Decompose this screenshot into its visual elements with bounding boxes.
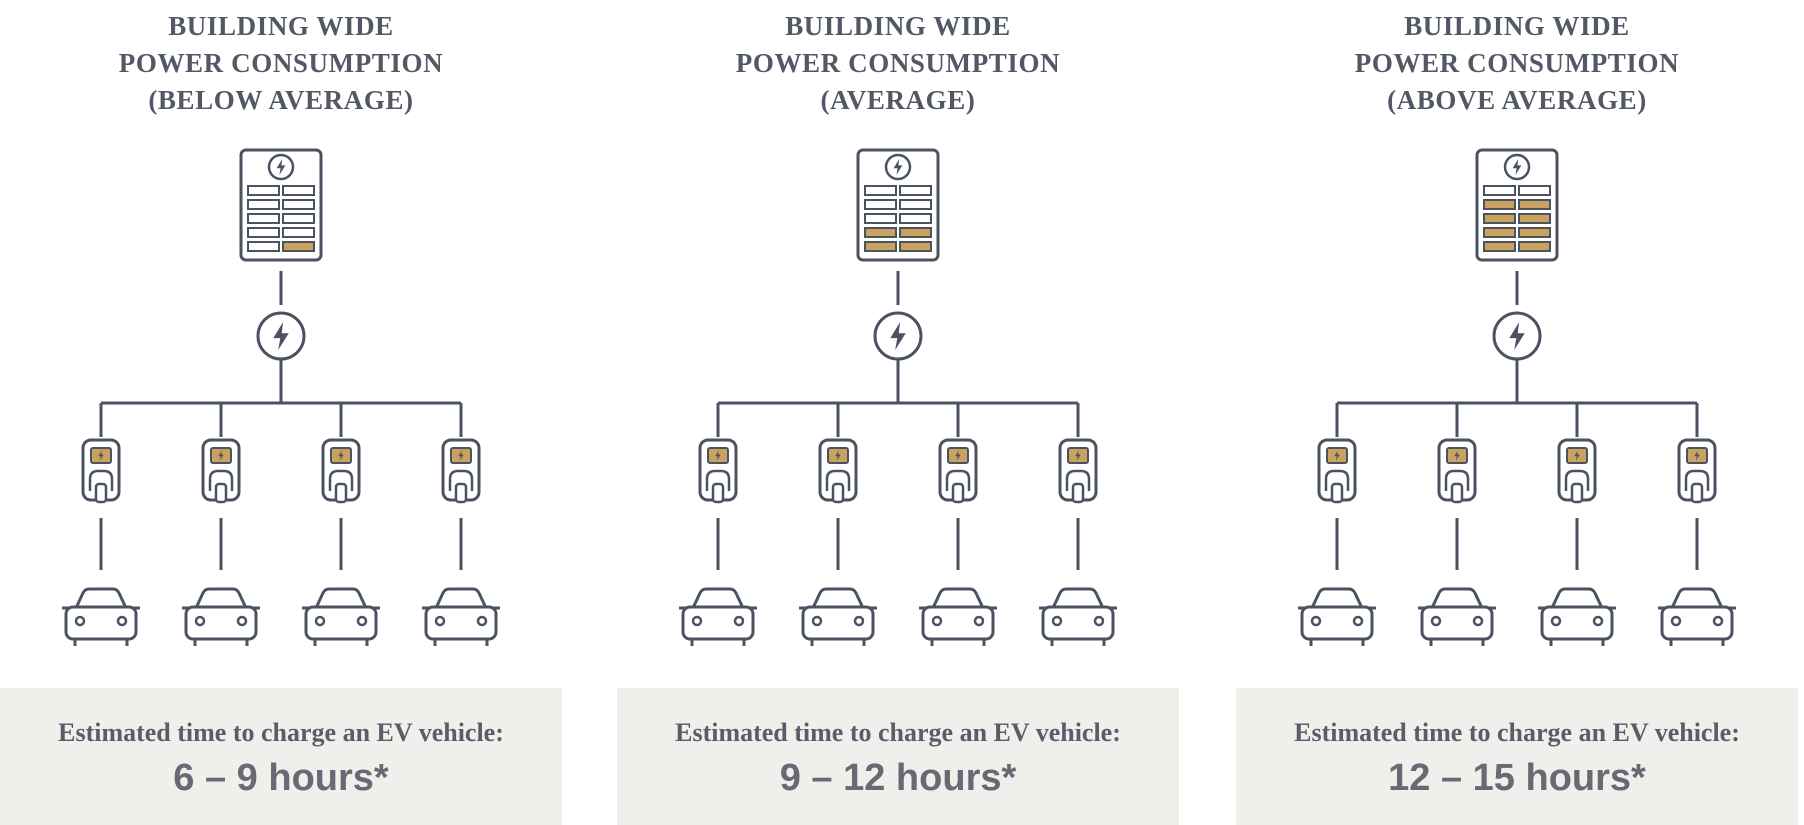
lightning-hub-icon: [873, 311, 923, 361]
car-icon: [1418, 587, 1496, 646]
title-line-3: (AVERAGE): [820, 85, 976, 115]
title-line-2: POWER CONSUMPTION: [735, 48, 1061, 78]
car-icon: [422, 587, 500, 646]
car-icon: [302, 587, 380, 646]
ev-charger-icon: [441, 438, 481, 504]
power-distribution-diagram: [62, 148, 500, 646]
ev-charger-icon: [201, 438, 241, 504]
ev-charger-icon: [1317, 438, 1357, 504]
panel-average: BUILDING WIDE POWER CONSUMPTION (AVERAGE…: [617, 0, 1179, 825]
lightning-hub-icon: [1492, 311, 1542, 361]
lightning-hub-icon: [256, 311, 306, 361]
panel-above-average: BUILDING WIDE POWER CONSUMPTION (ABOVE A…: [1236, 0, 1798, 825]
car-icon: [1298, 587, 1376, 646]
electrical-panel-icon: [239, 148, 323, 262]
charge-estimate-label: Estimated time to charge an EV vehicle:: [58, 718, 504, 747]
ev-charger-icon: [698, 438, 738, 504]
ev-charger-icon: [1557, 438, 1597, 504]
ev-charger-icon: [321, 438, 361, 504]
charge-estimate-label: Estimated time to charge an EV vehicle:: [675, 718, 1121, 747]
ev-charger-icon: [1058, 438, 1098, 504]
car-icon: [679, 587, 757, 646]
car-icon: [1039, 587, 1117, 646]
electrical-panel-icon: [1475, 148, 1559, 262]
ev-charger-icon: [938, 438, 978, 504]
charge-estimate-box: Estimated time to charge an EV vehicle: …: [0, 688, 562, 825]
car-icon: [799, 587, 877, 646]
ev-charger-icon: [1677, 438, 1717, 504]
car-icon: [1658, 587, 1736, 646]
ev-charger-icon: [1437, 438, 1477, 504]
charge-estimate-box: Estimated time to charge an EV vehicle: …: [1236, 688, 1798, 825]
car-icon: [62, 587, 140, 646]
panel-below-average: BUILDING WIDE POWER CONSUMPTION (BELOW A…: [0, 0, 562, 825]
charge-estimate-value: 12 – 15 hours*: [1388, 757, 1646, 799]
car-icon: [1538, 587, 1616, 646]
panel-title: BUILDING WIDE POWER CONSUMPTION (BELOW A…: [0, 8, 562, 119]
title-line-1: BUILDING WIDE: [168, 11, 394, 41]
title-line-2: POWER CONSUMPTION: [118, 48, 444, 78]
ev-charger-icon: [81, 438, 121, 504]
title-line-3: (BELOW AVERAGE): [148, 85, 414, 115]
electrical-panel-icon: [856, 148, 940, 262]
car-icon: [919, 587, 997, 646]
charge-estimate-value: 6 – 9 hours*: [173, 757, 389, 799]
title-line-3: (ABOVE AVERAGE): [1387, 85, 1647, 115]
panel-title: BUILDING WIDE POWER CONSUMPTION (AVERAGE…: [617, 8, 1179, 119]
car-icon: [182, 587, 260, 646]
power-distribution-diagram: [679, 148, 1117, 646]
title-line-1: BUILDING WIDE: [1404, 11, 1630, 41]
title-line-1: BUILDING WIDE: [785, 11, 1011, 41]
power-distribution-diagram: [1298, 148, 1736, 646]
ev-charger-icon: [818, 438, 858, 504]
charge-estimate-label: Estimated time to charge an EV vehicle:: [1294, 718, 1740, 747]
panel-title: BUILDING WIDE POWER CONSUMPTION (ABOVE A…: [1236, 8, 1798, 119]
charge-estimate-box: Estimated time to charge an EV vehicle: …: [617, 688, 1179, 825]
title-line-2: POWER CONSUMPTION: [1354, 48, 1680, 78]
charge-estimate-value: 9 – 12 hours*: [779, 757, 1017, 799]
